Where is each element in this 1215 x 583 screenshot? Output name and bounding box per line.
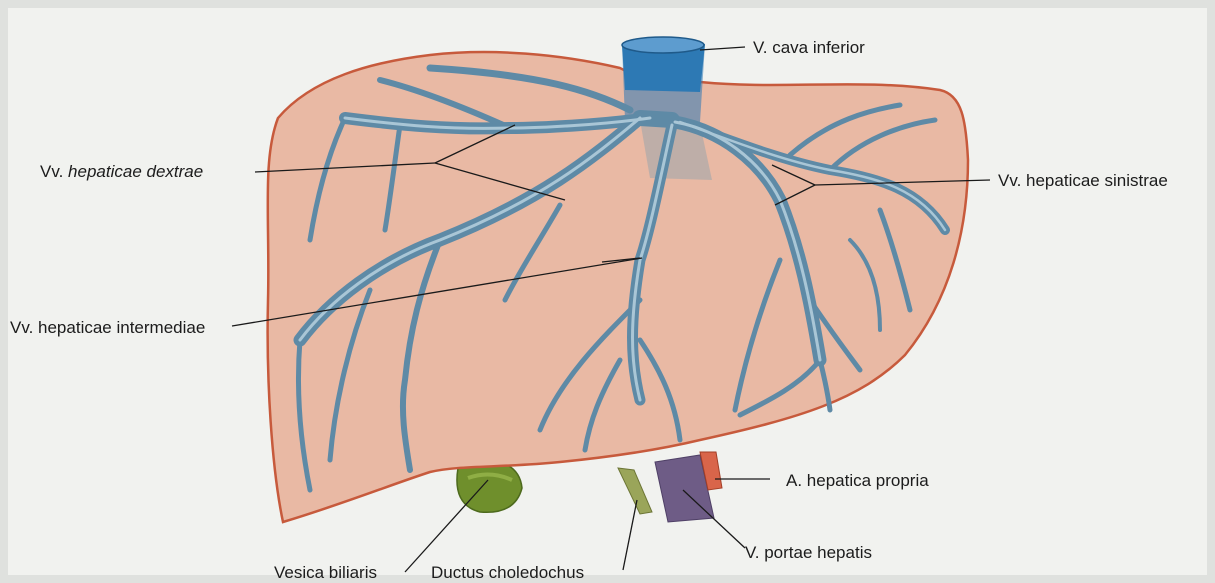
label-ductus-choledochus: Ductus choledochus xyxy=(431,563,584,582)
label-vesica-biliaris: Vesica biliaris xyxy=(274,563,377,582)
label-hepaticae-dextrae: Vv. hepaticae dextrae xyxy=(40,162,203,181)
label-dextrae-name: hepaticae dextrae xyxy=(68,162,203,181)
label-dextrae-prefix: Vv. xyxy=(40,162,63,181)
label-portae-hepatis: V. portae hepatis xyxy=(745,543,872,562)
label-hepaticae-sinistrae: Vv. hepaticae sinistrae xyxy=(998,171,1168,190)
label-hepaticae-intermediae: Vv. hepaticae intermediae xyxy=(10,318,205,337)
label-hepatica-propria: A. hepatica propria xyxy=(786,471,929,490)
label-vena-cava: V. cava inferior xyxy=(753,38,865,57)
vena-cava-opening xyxy=(622,37,704,53)
gallbladder-shape xyxy=(457,462,522,512)
